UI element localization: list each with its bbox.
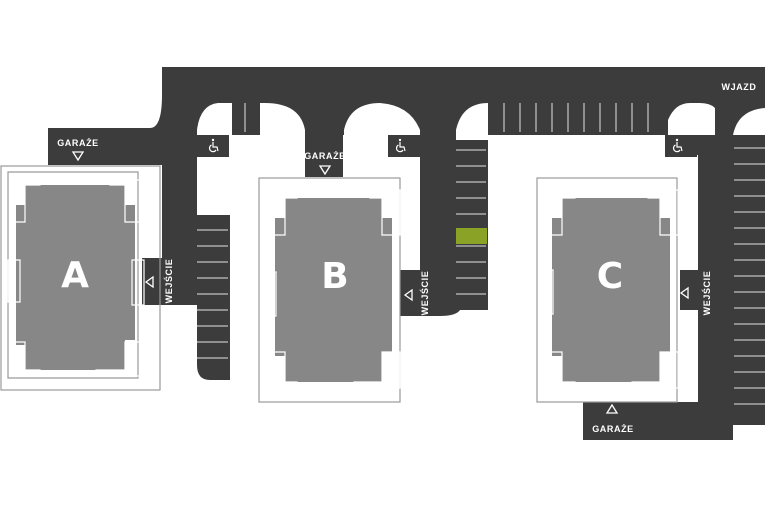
top-road <box>162 67 765 135</box>
triangle-left-icon <box>144 275 154 289</box>
garage-label-b: GARAŻE <box>304 151 346 161</box>
triangle-left-icon <box>403 288 413 302</box>
stalls-column-2 <box>456 149 486 295</box>
triangle-up-icon <box>605 403 619 414</box>
entrance-a-block <box>142 258 180 305</box>
triangle-down-icon <box>318 165 332 176</box>
road-network <box>48 67 765 440</box>
entrance-label-a: WEJŚCIE <box>163 259 174 304</box>
garage-label-c: GARAŻE <box>592 424 634 434</box>
triangle-left-icon <box>679 286 689 300</box>
wheelchair-icon <box>395 138 406 153</box>
stalls-right-edge <box>734 147 765 405</box>
right-edge-strip <box>733 135 765 425</box>
road-garage-a <box>48 95 197 165</box>
garage-label-a: GARAŻE <box>57 138 99 148</box>
entry-label: WJAZD <box>722 82 757 92</box>
highlighted-parking-stall[interactable] <box>456 228 487 244</box>
road-column-1 <box>160 128 230 380</box>
entrance-b-block <box>400 270 438 316</box>
entrance-label-c: WEJŚCIE <box>701 271 712 316</box>
building-c[interactable]: C <box>536 177 679 403</box>
triangle-down-icon <box>71 151 85 162</box>
building-c-label: C <box>597 256 623 297</box>
building-a-label: A <box>61 255 89 296</box>
stalls-top-row <box>244 103 649 132</box>
parking-stalls <box>197 103 765 405</box>
building-b-label: B <box>321 256 348 297</box>
entrance-label-b: WEJŚCIE <box>419 271 430 316</box>
building-c-footprint <box>552 198 670 382</box>
wheelchair-icon <box>672 138 683 153</box>
road-garage-b <box>305 135 343 177</box>
building-a-footprint <box>16 185 135 370</box>
building-a[interactable]: A <box>0 165 161 391</box>
road-column-3 <box>583 135 733 440</box>
building-b[interactable]: B <box>258 177 401 403</box>
stalls-column-1 <box>197 229 228 359</box>
building-b-footprint <box>275 198 392 382</box>
wheelchair-icon <box>208 138 219 153</box>
